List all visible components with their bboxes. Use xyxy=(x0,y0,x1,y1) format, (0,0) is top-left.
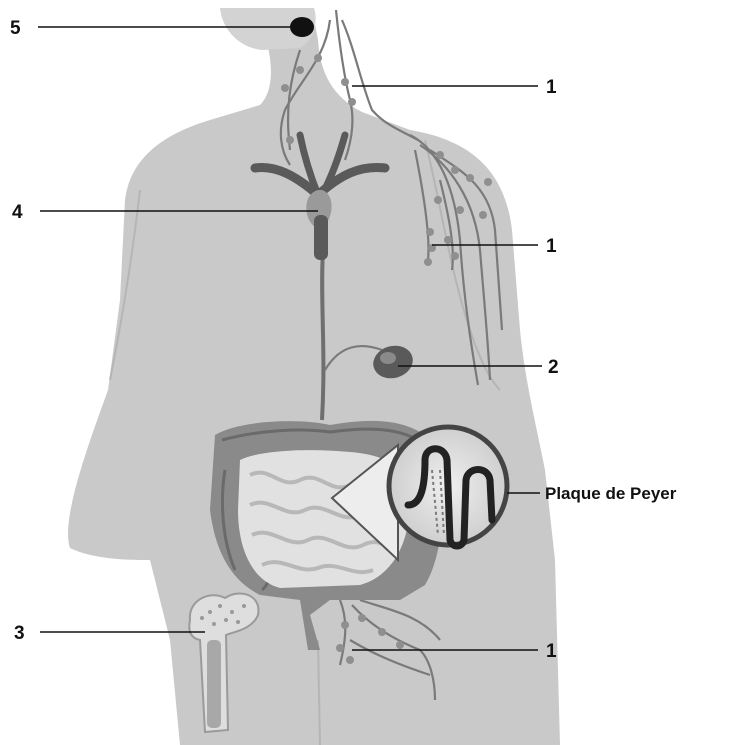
label-thymus: 4 xyxy=(12,202,23,223)
label-head-node: 5 xyxy=(10,18,21,39)
label-neck-nodes: 1 xyxy=(546,77,557,98)
label-bone-marrow: 3 xyxy=(14,623,25,644)
label-groin-nodes: 1 xyxy=(546,641,557,662)
label-arm-nodes: 1 xyxy=(546,236,557,257)
spleen-highlight xyxy=(380,352,396,364)
bone-marrow-canal xyxy=(207,640,221,728)
vena-cava xyxy=(314,215,328,260)
label-peyer-patch: Plaque de Peyer xyxy=(545,484,677,503)
label-spleen: 2 xyxy=(548,357,559,378)
head-lymph-node xyxy=(290,17,314,37)
